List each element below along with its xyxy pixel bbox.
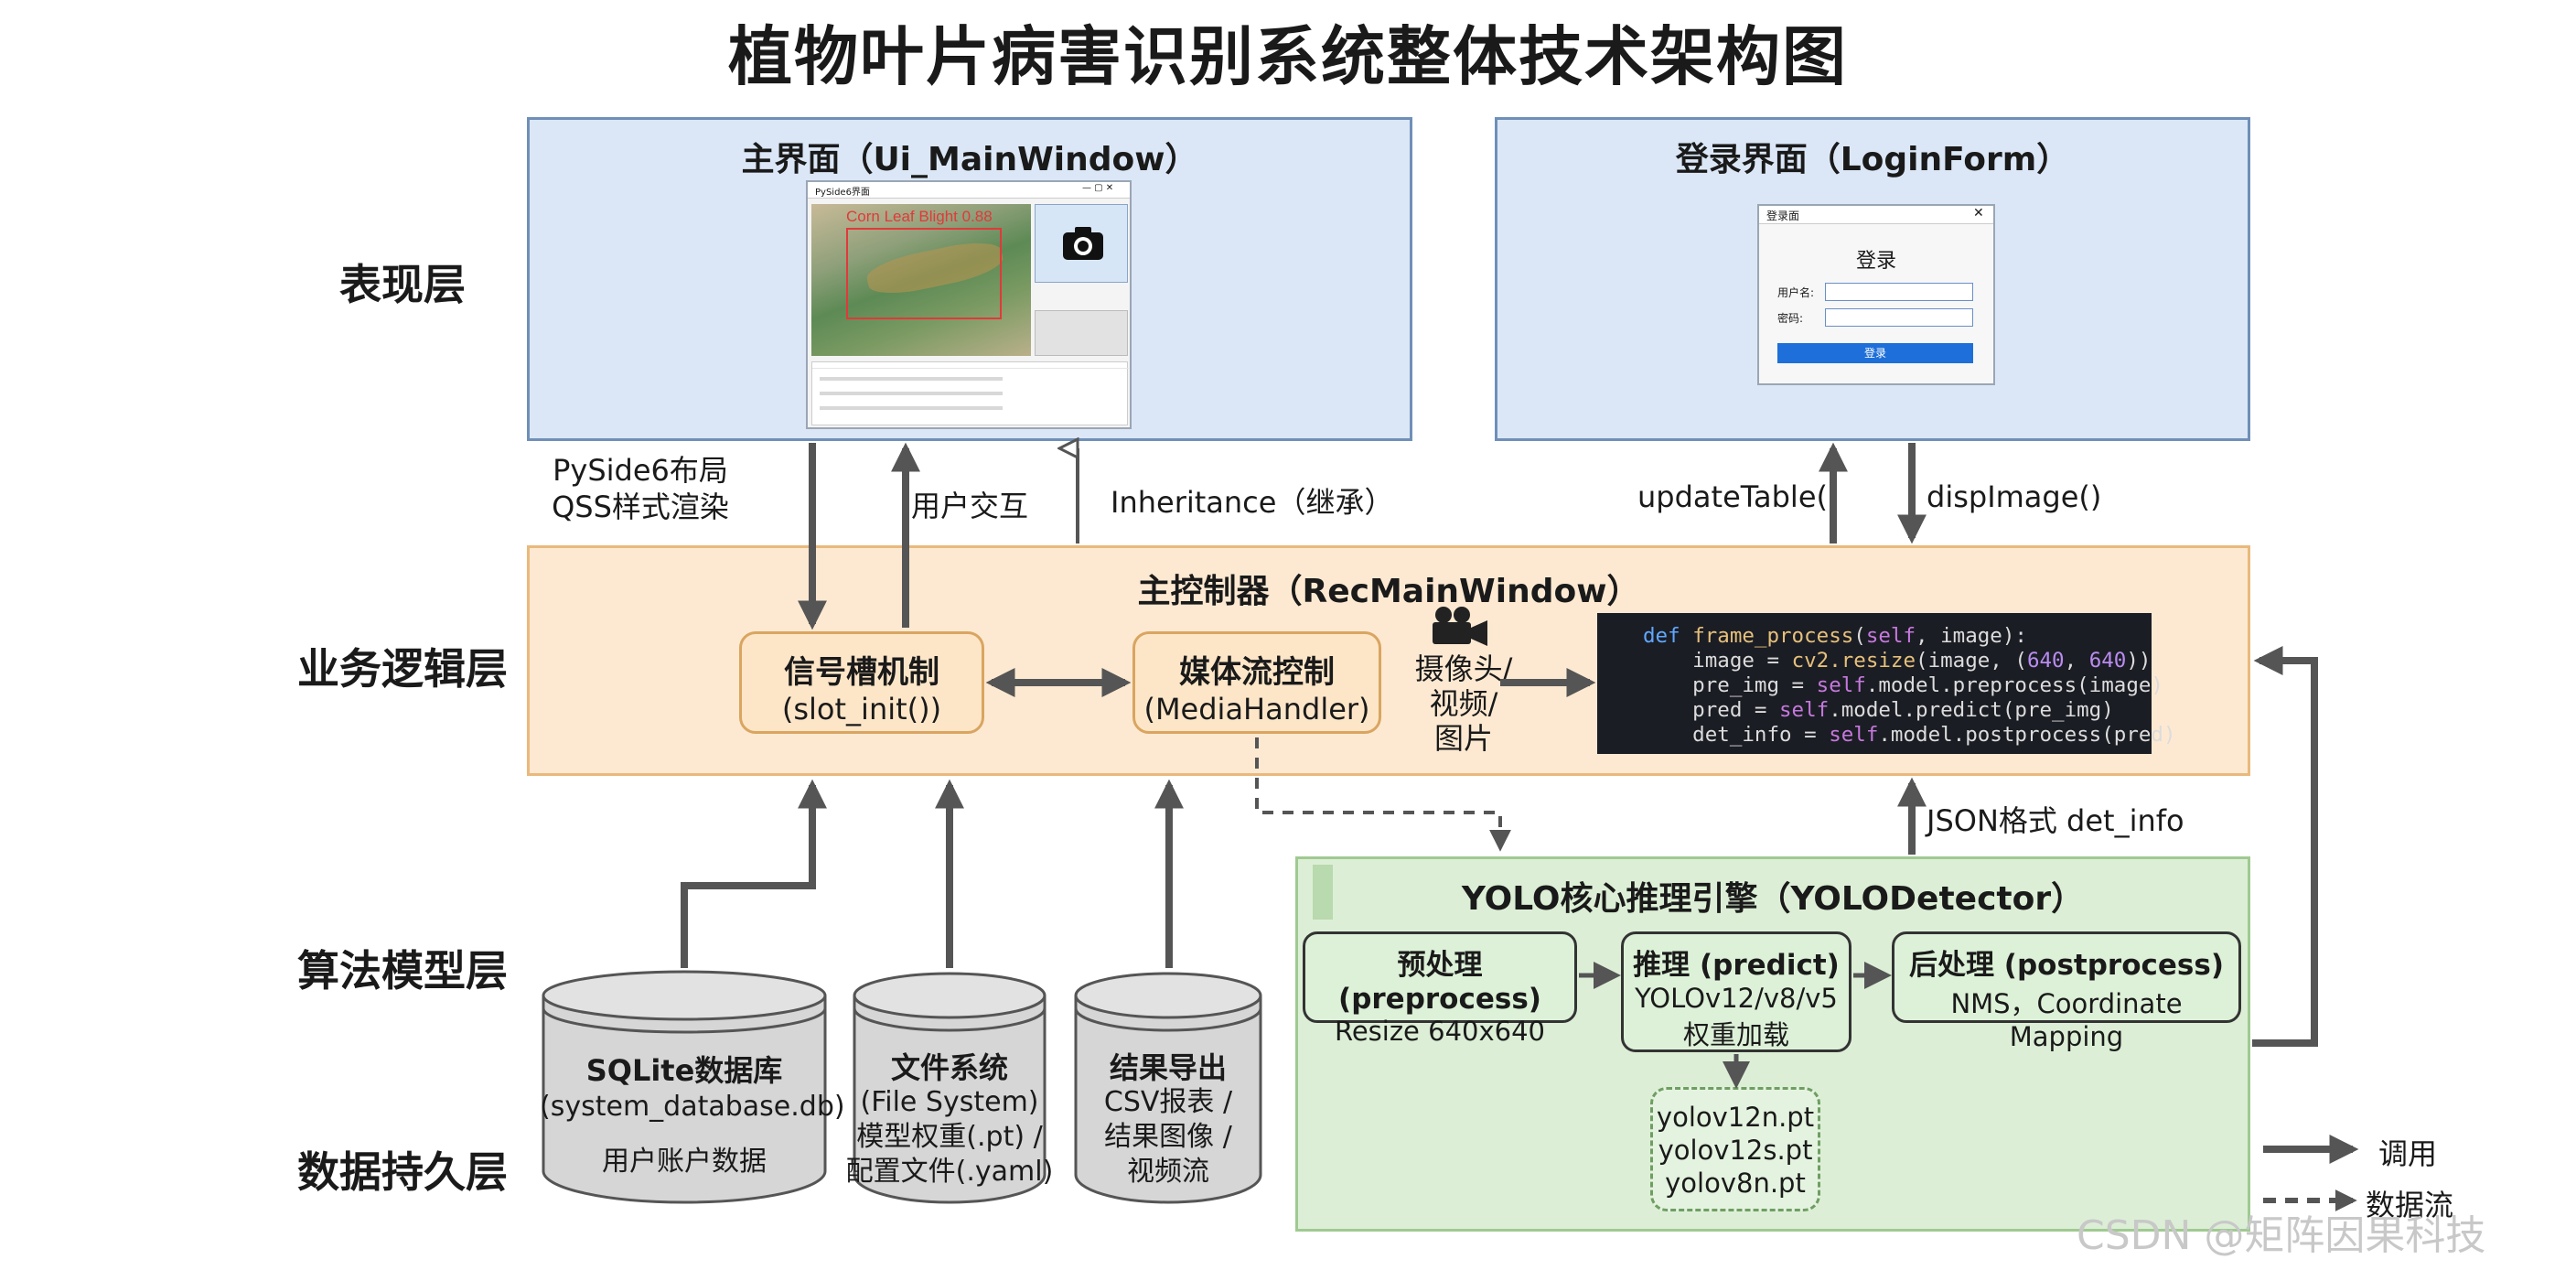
- user-interaction-label: 用户交互: [911, 489, 1029, 523]
- code-line-4: pred = self.model.predict(pre_img): [1643, 698, 2114, 722]
- fs-title: 文件系统: [890, 1050, 1008, 1085]
- thumbnail-window-controls-icon: — ▢ ✕: [1082, 183, 1114, 193]
- login-window-title: 登录面: [1766, 210, 1800, 222]
- file-system: 文件系统 (File System) 模型权重(.pt) / 配置文件(.yam…: [842, 1050, 1057, 1189]
- weights-file: yolov12n.pt: [1656, 1102, 1815, 1133]
- export-csv: CSV报表 /: [1103, 1086, 1233, 1118]
- preprocess-detail: Resize 640x640: [1334, 1016, 1545, 1047]
- postprocess-detail: NMS，Coordinate Mapping: [1950, 988, 2183, 1052]
- login-titlebar: 登录面 ✕: [1759, 206, 1993, 224]
- media-box-subtitle: (MediaHandler): [1143, 692, 1370, 726]
- pyside-layout-label: PySide6布局 QSS样式渲染: [512, 452, 768, 525]
- video-camera-icon: [1433, 607, 1487, 646]
- preprocess-box: 预处理 (preprocess) Resize 640x640: [1303, 931, 1577, 1047]
- weights-file: yolov12s.pt: [1658, 1135, 1813, 1166]
- table-row: [820, 392, 1003, 395]
- table-row: [820, 377, 1003, 381]
- watermark: CSDN @矩阵因果科技: [2077, 1212, 2486, 1259]
- diagram-title: 植物叶片病害识别系统整体技术架构图: [728, 19, 1848, 94]
- code-line-5: det_info = self.model.postprocess(pred): [1643, 723, 2176, 747]
- fs-weights: 模型权重(.pt) /: [856, 1121, 1043, 1153]
- results-table: [811, 361, 1129, 425]
- export-cylinder-shape: [1074, 972, 1262, 1204]
- legend-call-label: 调用: [2378, 1136, 2438, 1171]
- login-password-input[interactable]: [1825, 308, 1973, 327]
- layer-label-algorithm: 算法模型层: [297, 946, 508, 996]
- pyside-layout-text: PySide6布局: [553, 453, 728, 488]
- disp-image-label: dispImage(): [1927, 479, 2102, 514]
- predict-box: 推理 (predict) YOLOv12/v8/v5 权重加载: [1621, 931, 1852, 1052]
- fs-config: 配置文件(.yaml): [845, 1156, 1054, 1188]
- table-row: [820, 406, 1003, 410]
- slot-box-subtitle: (slot_init()): [781, 692, 942, 726]
- filesystem-cylinder-shape: [853, 972, 1046, 1204]
- login-panel: 登录界面（LoginForm） 登录面 ✕ 登录 用户名: 密码: 登录: [1495, 117, 2250, 441]
- login-window: 登录面 ✕ 登录 用户名: 密码: 登录: [1757, 204, 1995, 385]
- sqlite-file: (system_database.db): [540, 1091, 845, 1123]
- media-source-video: 视频/: [1429, 686, 1498, 721]
- panel-tab-decoration: [1313, 865, 1333, 920]
- weights-file-list: yolov12n.pt yolov12s.pt yolov8n.pt: [1650, 1087, 1820, 1211]
- result-export: 结果导出 CSV报表 / 结果图像 / 视频流: [1072, 1050, 1264, 1189]
- layer-label-logic: 业务逻辑层: [297, 644, 508, 694]
- arrow-media-engine-dataflow: [1255, 737, 1511, 852]
- preprocess-title: 预处理 (preprocess): [1338, 949, 1541, 1016]
- media-handler-box: 媒体流控制 (MediaHandler): [1132, 631, 1381, 734]
- login-user-input[interactable]: [1825, 283, 1973, 301]
- code-line-2: image = cv2.resize(image, (640, 640)): [1643, 649, 2152, 673]
- camera-icon: [1063, 227, 1103, 260]
- slot-mechanism-box: 信号槽机制 (slot_init()): [739, 631, 984, 734]
- detection-box: [846, 228, 1002, 319]
- legend-dataflow-label: 数据流: [2366, 1188, 2454, 1222]
- export-images: 结果图像 /: [1104, 1121, 1232, 1153]
- thumbnail-titlebar: PySide6界面 — ▢ ✕: [808, 182, 1130, 199]
- predict-models: YOLOv12/v8/v5: [1635, 983, 1838, 1014]
- slot-box-title: 信号槽机制: [784, 654, 939, 691]
- sqlite-cylinder-shape: [542, 970, 827, 1204]
- yolo-engine-title: YOLO核心推理引擎（YOLODetector）: [1461, 880, 2085, 918]
- json-det-info-label: JSON格式 det_info: [1927, 803, 2184, 838]
- media-box-title: 媒体流控制: [1179, 654, 1335, 691]
- login-close-icon[interactable]: ✕: [1973, 206, 1984, 221]
- predict-weights-load: 权重加载: [1682, 1019, 1789, 1050]
- login-heading: 登录: [1855, 250, 1896, 273]
- export-video: 视频流: [1127, 1156, 1209, 1188]
- sqlite-title: SQLite数据库: [585, 1053, 783, 1088]
- media-source-image: 图片: [1433, 721, 1493, 756]
- main-window-title: 主界面（Ui_MainWindow）: [741, 141, 1198, 178]
- code-line-1: def frame_process(self, image):: [1643, 624, 2027, 648]
- main-window-panel: 主界面（Ui_MainWindow） PySide6界面 — ▢ ✕ Corn …: [527, 117, 1412, 441]
- postprocess-box: 后处理 (postprocess) NMS，Coordinate Mapping: [1892, 931, 2241, 1052]
- thumbnail-window-title: PySide6界面: [815, 188, 870, 198]
- leaf-image: Corn Leaf Blight 0.88: [811, 204, 1031, 356]
- login-user-label: 用户名:: [1777, 286, 1815, 299]
- detection-label: Corn Leaf Blight 0.88: [846, 208, 993, 225]
- sqlite-database: SQLite数据库 (system_database.db) 用户账户数据: [540, 1052, 845, 1180]
- weights-file: yolov8n.pt: [1665, 1168, 1806, 1199]
- sqlite-content: 用户账户数据: [602, 1146, 767, 1178]
- side-button[interactable]: [1035, 310, 1128, 356]
- media-sources-label: 摄像头/ 视频/ 图片: [1409, 651, 1519, 756]
- main-window-thumbnail: PySide6界面 — ▢ ✕ Corn Leaf Blight 0.88: [806, 180, 1132, 429]
- camera-button[interactable]: [1035, 204, 1128, 283]
- predict-title: 推理 (predict): [1633, 949, 1840, 982]
- login-panel-title: 登录界面（LoginForm）: [1675, 141, 2070, 178]
- fs-subtitle: (File System): [860, 1086, 1039, 1118]
- login-password-label: 密码:: [1777, 312, 1804, 325]
- export-title: 结果导出: [1109, 1050, 1227, 1085]
- layer-label-presentation: 表现层: [339, 260, 466, 309]
- login-submit-button[interactable]: 登录: [1777, 343, 1973, 363]
- code-line-3: pre_img = self.model.preprocess(image): [1643, 673, 2163, 697]
- arrow-engine-feedback: [2252, 646, 2318, 1047]
- qss-render-text: QSS样式渲染: [552, 490, 729, 524]
- update-table-label: updateTable(): [1637, 479, 1840, 514]
- frame-process-code: def frame_process(self, image): image = …: [1597, 613, 2176, 754]
- inheritance-label: Inheritance（继承）: [1111, 485, 1394, 520]
- main-controller-title: 主控制器（RecMainWindow）: [1137, 573, 1640, 610]
- media-source-camera: 摄像头/: [1414, 651, 1513, 686]
- postprocess-title: 后处理 (postprocess): [1909, 949, 2224, 982]
- arrow-sqlite-up: [681, 779, 827, 968]
- layer-label-storage: 数据持久层: [297, 1147, 508, 1197]
